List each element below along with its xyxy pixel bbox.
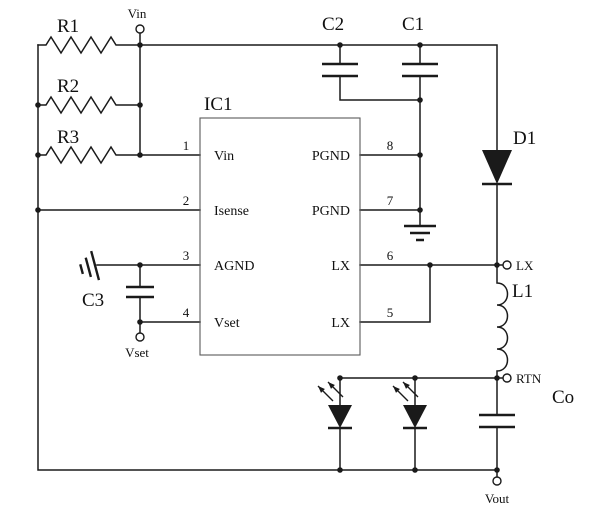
label-vset-terminal: Vset <box>125 345 149 360</box>
capacitor-c2 <box>322 62 358 78</box>
pin-number-5: 5 <box>387 305 394 320</box>
resistor-r1 <box>37 35 141 55</box>
terminal-circles <box>135 24 512 486</box>
label-rtn-terminal: RTN <box>516 371 542 386</box>
resistor-r3 <box>37 145 141 165</box>
pin-number-4: 4 <box>183 305 190 320</box>
capacitor-c3 <box>126 285 154 299</box>
pin-label-lx-6: LX <box>331 259 350 274</box>
ground-pgnd <box>404 224 436 242</box>
led-2 <box>392 381 427 430</box>
pin-label-vin: Vin <box>214 149 234 164</box>
pin-number-3: 3 <box>183 248 190 263</box>
label-c3: C3 <box>82 290 104 311</box>
pin-label-pgnd-8: PGND <box>312 149 350 164</box>
pin-label-pgnd-7: PGND <box>312 204 350 219</box>
pin-number-1: 1 <box>183 138 190 153</box>
pin-label-lx-5: LX <box>331 316 350 331</box>
label-co: Co <box>552 387 574 408</box>
label-d1: D1 <box>513 128 536 149</box>
led-1 <box>317 381 352 430</box>
resistor-r2 <box>37 95 141 115</box>
label-c2: C2 <box>322 14 344 35</box>
pin-number-6: 6 <box>387 248 394 263</box>
diode-d1 <box>482 150 512 186</box>
pin-number-7: 7 <box>387 193 394 208</box>
label-l1: L1 <box>512 281 533 302</box>
capacitor-co <box>479 413 515 429</box>
vout-terminal <box>492 476 502 486</box>
inductor-l1 <box>496 264 509 379</box>
ic1-body <box>199 117 361 356</box>
junction-dots <box>35 42 500 473</box>
label-r2: R2 <box>57 76 79 97</box>
pin-label-agnd: AGND <box>214 259 254 274</box>
label-vin-terminal: Vin <box>128 6 147 21</box>
label-vout-terminal: Vout <box>485 491 510 506</box>
pin-label-isense: Isense <box>214 204 249 219</box>
label-r1: R1 <box>57 16 79 37</box>
pin-label-vset: Vset <box>214 316 240 331</box>
label-ic1: IC1 <box>204 94 233 115</box>
vset-terminal <box>135 332 145 342</box>
rtn-terminal <box>502 373 512 383</box>
label-c1: C1 <box>402 14 424 35</box>
pin-number-8: 8 <box>387 138 394 153</box>
lx-terminal <box>502 260 512 270</box>
label-r3: R3 <box>57 127 79 148</box>
vin-terminal <box>135 24 145 34</box>
label-lx-terminal: LX <box>516 258 534 273</box>
wires <box>37 32 504 478</box>
ground-agnd <box>79 250 101 281</box>
pin-number-2: 2 <box>183 193 190 208</box>
capacitor-c1 <box>402 62 438 78</box>
